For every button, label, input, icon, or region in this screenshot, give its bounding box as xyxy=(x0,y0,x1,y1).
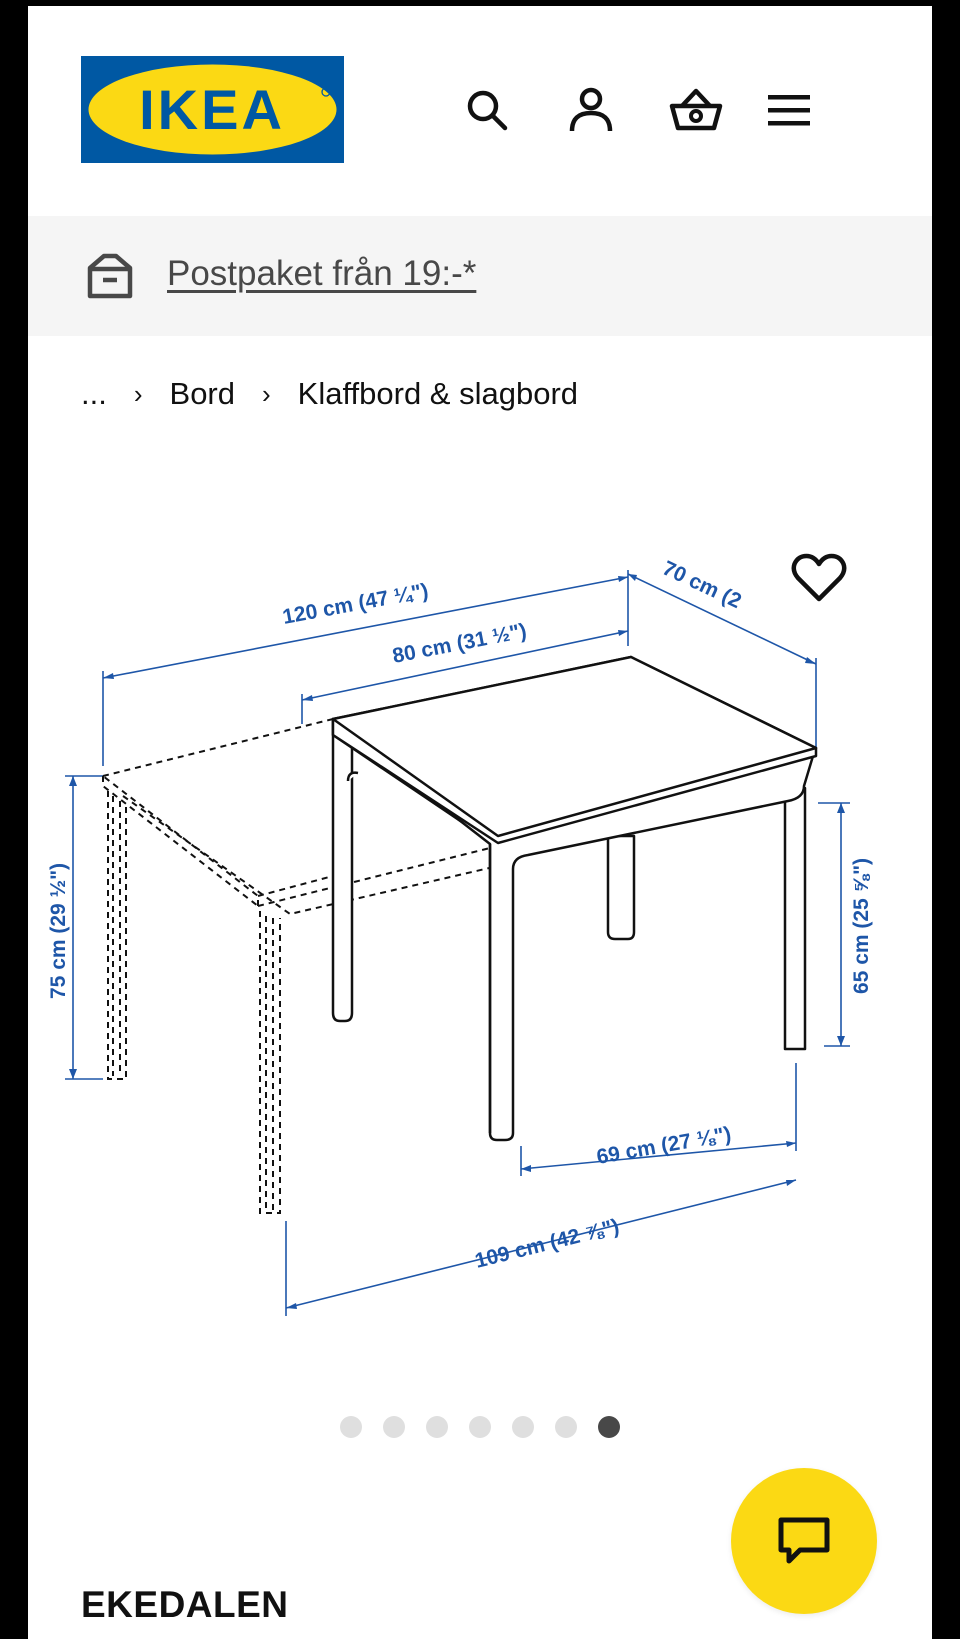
dimension-lines xyxy=(65,570,850,1316)
carousel-dot[interactable] xyxy=(555,1416,577,1438)
promo-link[interactable]: Postpaket från 19:-* xyxy=(167,254,477,293)
chevron-right-icon: › xyxy=(133,378,143,409)
breadcrumb-ellipsis[interactable]: ... xyxy=(81,376,107,411)
breadcrumb-item-bord[interactable]: Bord xyxy=(169,376,235,411)
chevron-right-icon: › xyxy=(262,378,271,409)
dimension-arrows xyxy=(69,574,845,1309)
dimension-height: 75 cm (29 ½") xyxy=(47,863,70,999)
carousel-indicator xyxy=(340,1416,620,1438)
carousel-dot[interactable] xyxy=(512,1416,534,1438)
dimension-extended-length: 120 cm (47 ¼") xyxy=(281,579,430,629)
favorite-heart-icon[interactable] xyxy=(790,549,848,607)
carousel-dot-active[interactable] xyxy=(598,1416,620,1438)
product-dimension-drawing[interactable]: 120 cm (47 ¼") 80 cm (31 ½") 70 cm (2 75… xyxy=(28,531,932,1321)
breadcrumb-item-klaffbord[interactable]: Klaffbord & slagbord xyxy=(297,376,579,411)
logo-text: IKEA xyxy=(139,78,285,141)
breadcrumb: ... › Bord › Klaffbord & slagbord xyxy=(81,376,578,412)
product-page: IKEA xyxy=(28,6,932,1639)
parcel-icon xyxy=(87,253,133,299)
carousel-dot[interactable] xyxy=(383,1416,405,1438)
dimension-leg-span-short: 69 cm (27 ⅛") xyxy=(595,1123,733,1169)
chat-icon xyxy=(778,1517,830,1564)
dimension-depth: 70 cm (2 xyxy=(659,557,745,613)
ikea-logo[interactable]: IKEA xyxy=(81,56,344,163)
user-icon[interactable] xyxy=(563,82,619,138)
dimension-underframe-height: 65 cm (25 ⅝") xyxy=(850,858,873,994)
chat-button[interactable] xyxy=(731,1468,877,1614)
promo-banner: Postpaket från 19:-* xyxy=(28,216,932,336)
menu-icon[interactable] xyxy=(761,82,817,138)
product-title: EKEDALEN xyxy=(81,1584,289,1625)
site-header: IKEA xyxy=(28,6,932,216)
search-icon[interactable] xyxy=(459,82,515,138)
basket-icon[interactable] xyxy=(668,82,724,138)
table-line-art xyxy=(331,655,818,1142)
carousel-dot[interactable] xyxy=(469,1416,491,1438)
dimension-leg-span-long: 109 cm (42 ⅞") xyxy=(473,1215,622,1273)
carousel-dot[interactable] xyxy=(426,1416,448,1438)
carousel-dot[interactable] xyxy=(340,1416,362,1438)
extended-table-outline xyxy=(102,718,499,1214)
dimension-top-length: 80 cm (31 ½") xyxy=(391,619,529,668)
